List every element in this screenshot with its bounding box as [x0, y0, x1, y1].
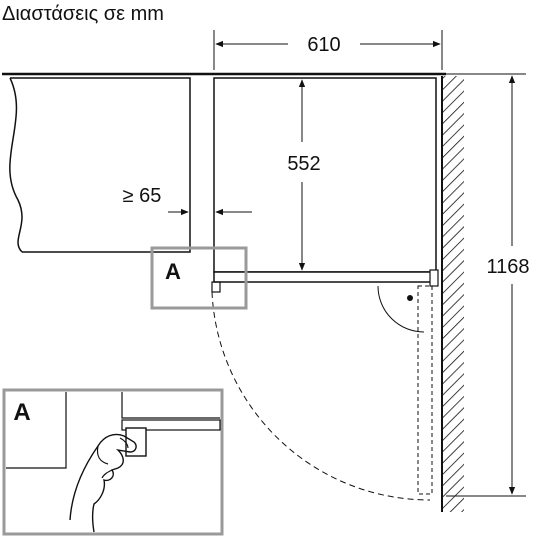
door-handle — [211, 281, 221, 293]
inset-label: A — [13, 399, 30, 426]
height-value: 1168 — [486, 256, 529, 278]
hand-illustration — [69, 433, 137, 533]
width-value: 610 — [307, 34, 340, 56]
diagram-title: Διαστάσεις σε mm — [2, 3, 164, 25]
detail-label: A — [165, 259, 181, 284]
angle-marker — [407, 295, 413, 301]
depth-dimension: 552 — [287, 79, 321, 271]
gap-dimension: ≥ 65 — [123, 185, 252, 216]
depth-value: 552 — [287, 153, 320, 175]
gap-value: ≥ 65 — [123, 185, 162, 207]
height-dimension: 1168 — [446, 73, 530, 497]
break-line-left — [9, 77, 23, 253]
inset-detail: A — [2, 388, 224, 536]
neighbour-cabinet — [10, 77, 191, 253]
width-dimension: 610 — [213, 30, 443, 70]
detail-box-a: A — [150, 246, 248, 310]
appliance-body — [213, 77, 437, 273]
angle-arc — [377, 285, 425, 333]
wall — [441, 76, 464, 512]
door-hinge — [429, 269, 439, 287]
door-swing — [211, 285, 433, 501]
